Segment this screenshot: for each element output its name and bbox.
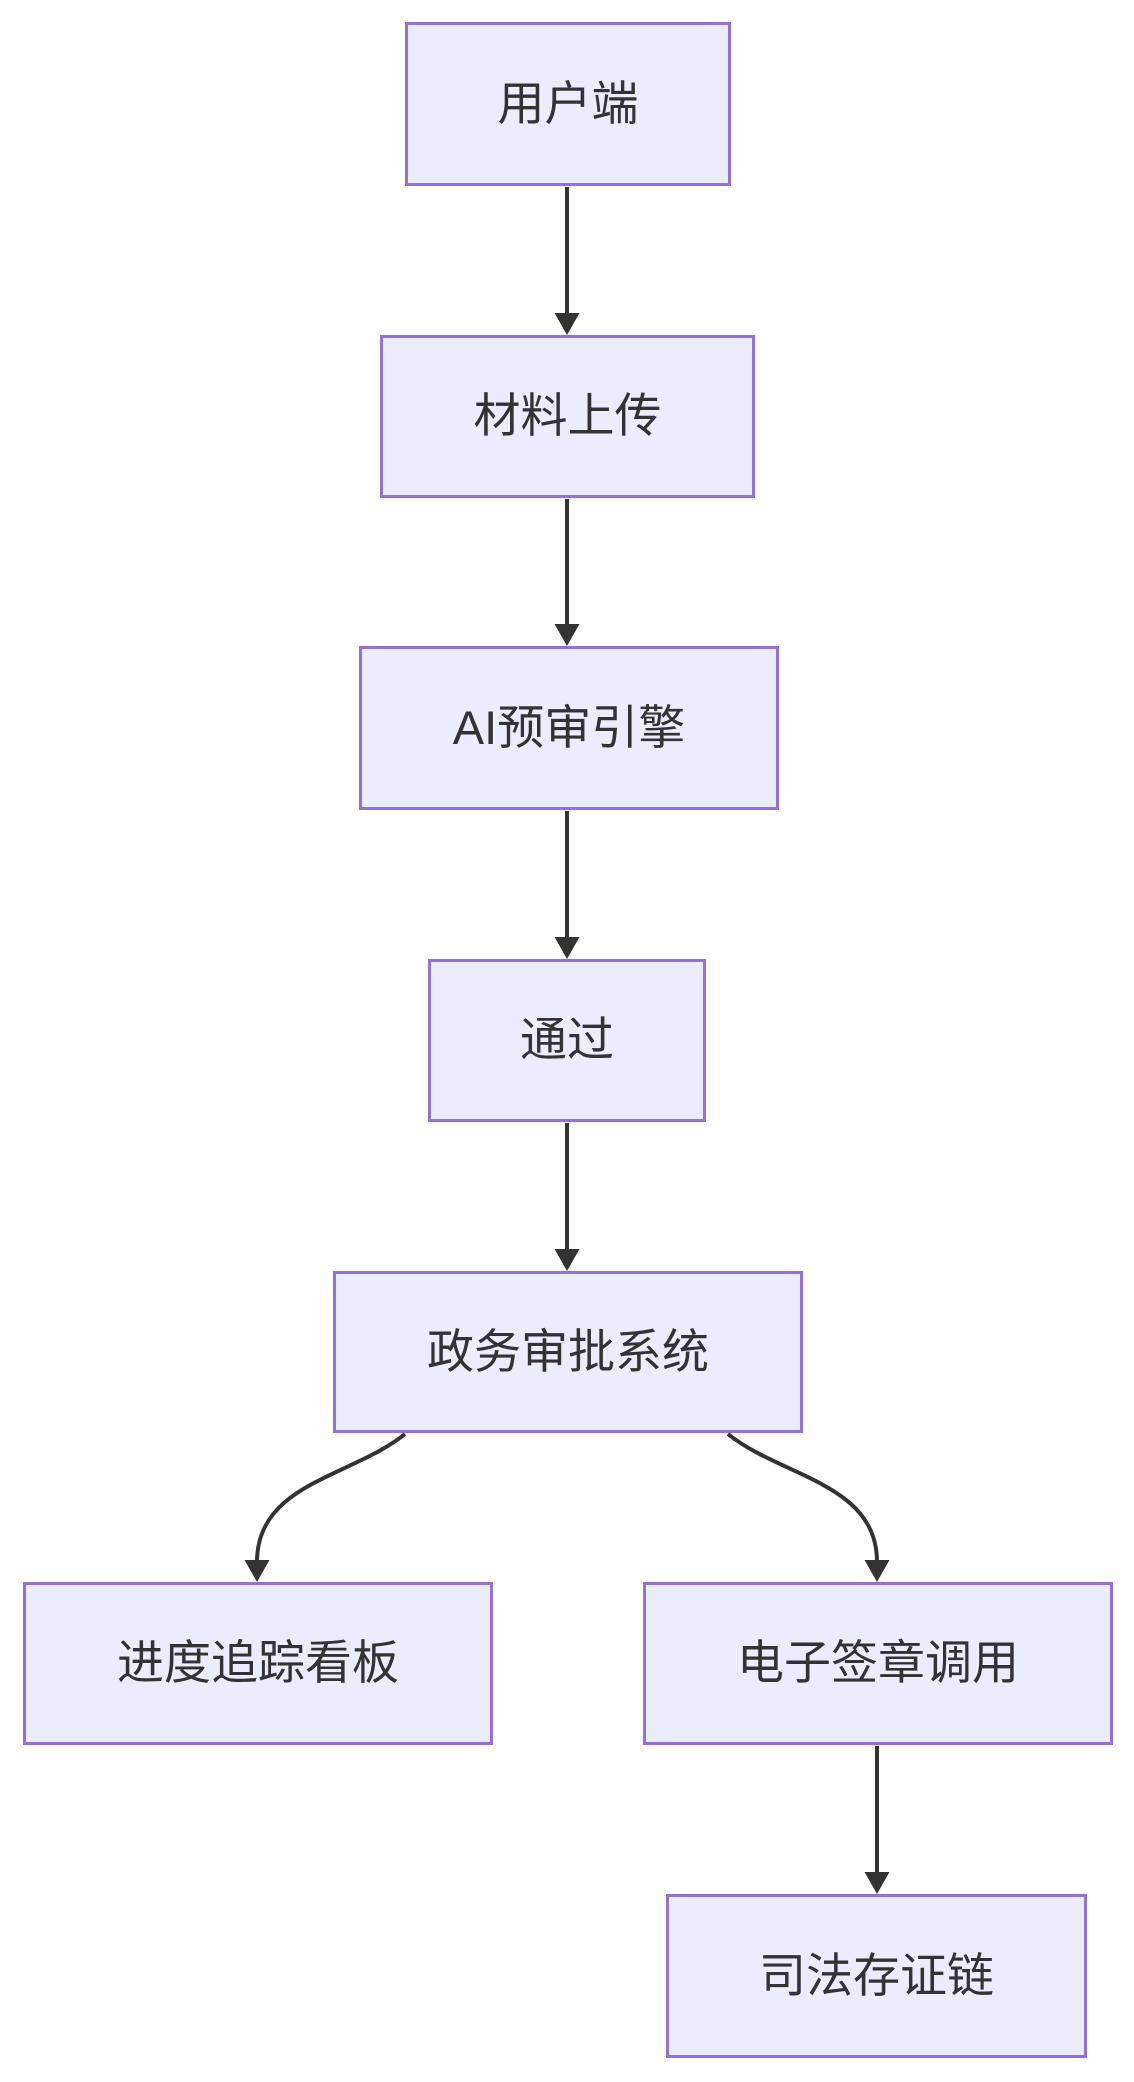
node-judicial-deposit-chain: 司法存证链: [666, 1894, 1087, 2058]
node-label: 通过: [520, 1013, 614, 1067]
node-progress-tracking-board: 进度追踪看板: [23, 1582, 493, 1745]
node-label: AI预审引擎: [452, 700, 686, 754]
node-ai-review-engine: AI预审引擎: [359, 646, 779, 810]
node-label: 材料上传: [473, 389, 662, 443]
edge-client-to-material-upload: [554, 187, 580, 335]
edge-material-upload-to-ai-review-engine: [554, 499, 580, 646]
node-label: 司法存证链: [759, 1948, 994, 2002]
node-label: 用户端: [497, 76, 639, 130]
node-label: 进度追踪看板: [117, 1636, 399, 1690]
node-gov-approval-system: 政务审批系统: [333, 1271, 803, 1433]
node-client: 用户端: [405, 22, 731, 186]
node-material-upload: 材料上传: [380, 335, 755, 498]
edge-e-signature-call-to-judicial-deposit-chain: [864, 1746, 890, 1894]
node-e-signature-call: 电子签章调用: [643, 1582, 1113, 1745]
edge-ai-review-engine-to-pass: [554, 811, 580, 959]
edge-gov-approval-system-to-progress-tracking-board: [244, 1432, 407, 1582]
edge-pass-to-gov-approval-system: [554, 1123, 580, 1271]
node-label: 电子签章调用: [737, 1636, 1019, 1690]
node-pass: 通过: [428, 959, 706, 1122]
edge-gov-approval-system-to-e-signature-call: [726, 1432, 890, 1582]
node-label: 政务审批系统: [427, 1324, 709, 1378]
